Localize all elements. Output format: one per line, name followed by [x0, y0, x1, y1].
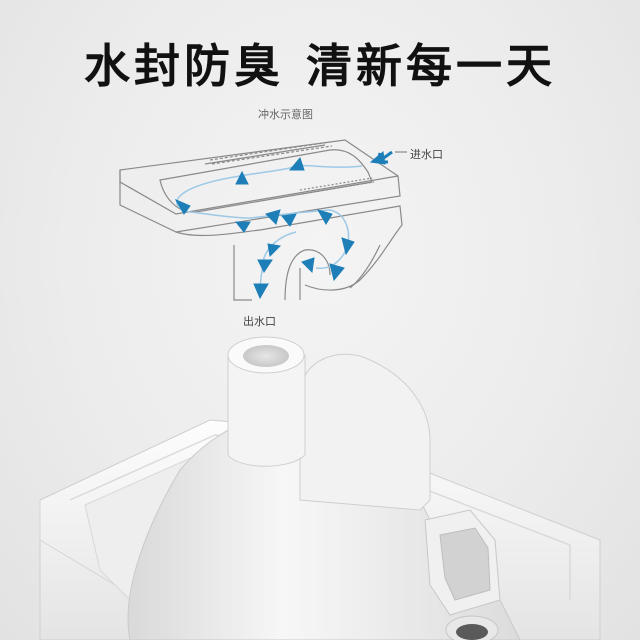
flow-arrow-icon: [329, 263, 345, 282]
flow-arrow-icon: [253, 283, 269, 300]
flow-arrow-icon: [267, 243, 282, 258]
flow-arrows: [174, 150, 393, 300]
diagram-outline: [119, 139, 407, 301]
diagram-title: 冲水示意图: [258, 108, 313, 121]
flow-arrow-icon: [316, 209, 333, 225]
squat-toilet-ceramic-icon: [39, 336, 601, 640]
flow-arrow-icon: [234, 221, 251, 233]
inlet-pipe-opening: [243, 345, 289, 367]
flow-arrow-icon: [265, 209, 281, 225]
flow-arrow-icon: [281, 213, 297, 227]
flow-arrow-icon: [341, 237, 355, 256]
headline-part-1: 水封防臭: [84, 39, 284, 93]
headline-part-2: 清新每一天: [306, 39, 556, 93]
flow-arrow-icon: [235, 170, 249, 185]
flow-arrow-icon: [301, 257, 315, 274]
flow-arrow-icon: [174, 198, 191, 215]
outlet-hole: [456, 624, 488, 640]
headline: 水封防臭清新每一天: [0, 30, 640, 96]
flow-arrow-icon: [288, 156, 305, 171]
inlet-label: 进水口: [410, 148, 443, 161]
flow-arrow-icon: [257, 259, 273, 273]
outlet-label: 出水口: [243, 315, 276, 328]
flow-arrow-icon: [369, 151, 386, 165]
